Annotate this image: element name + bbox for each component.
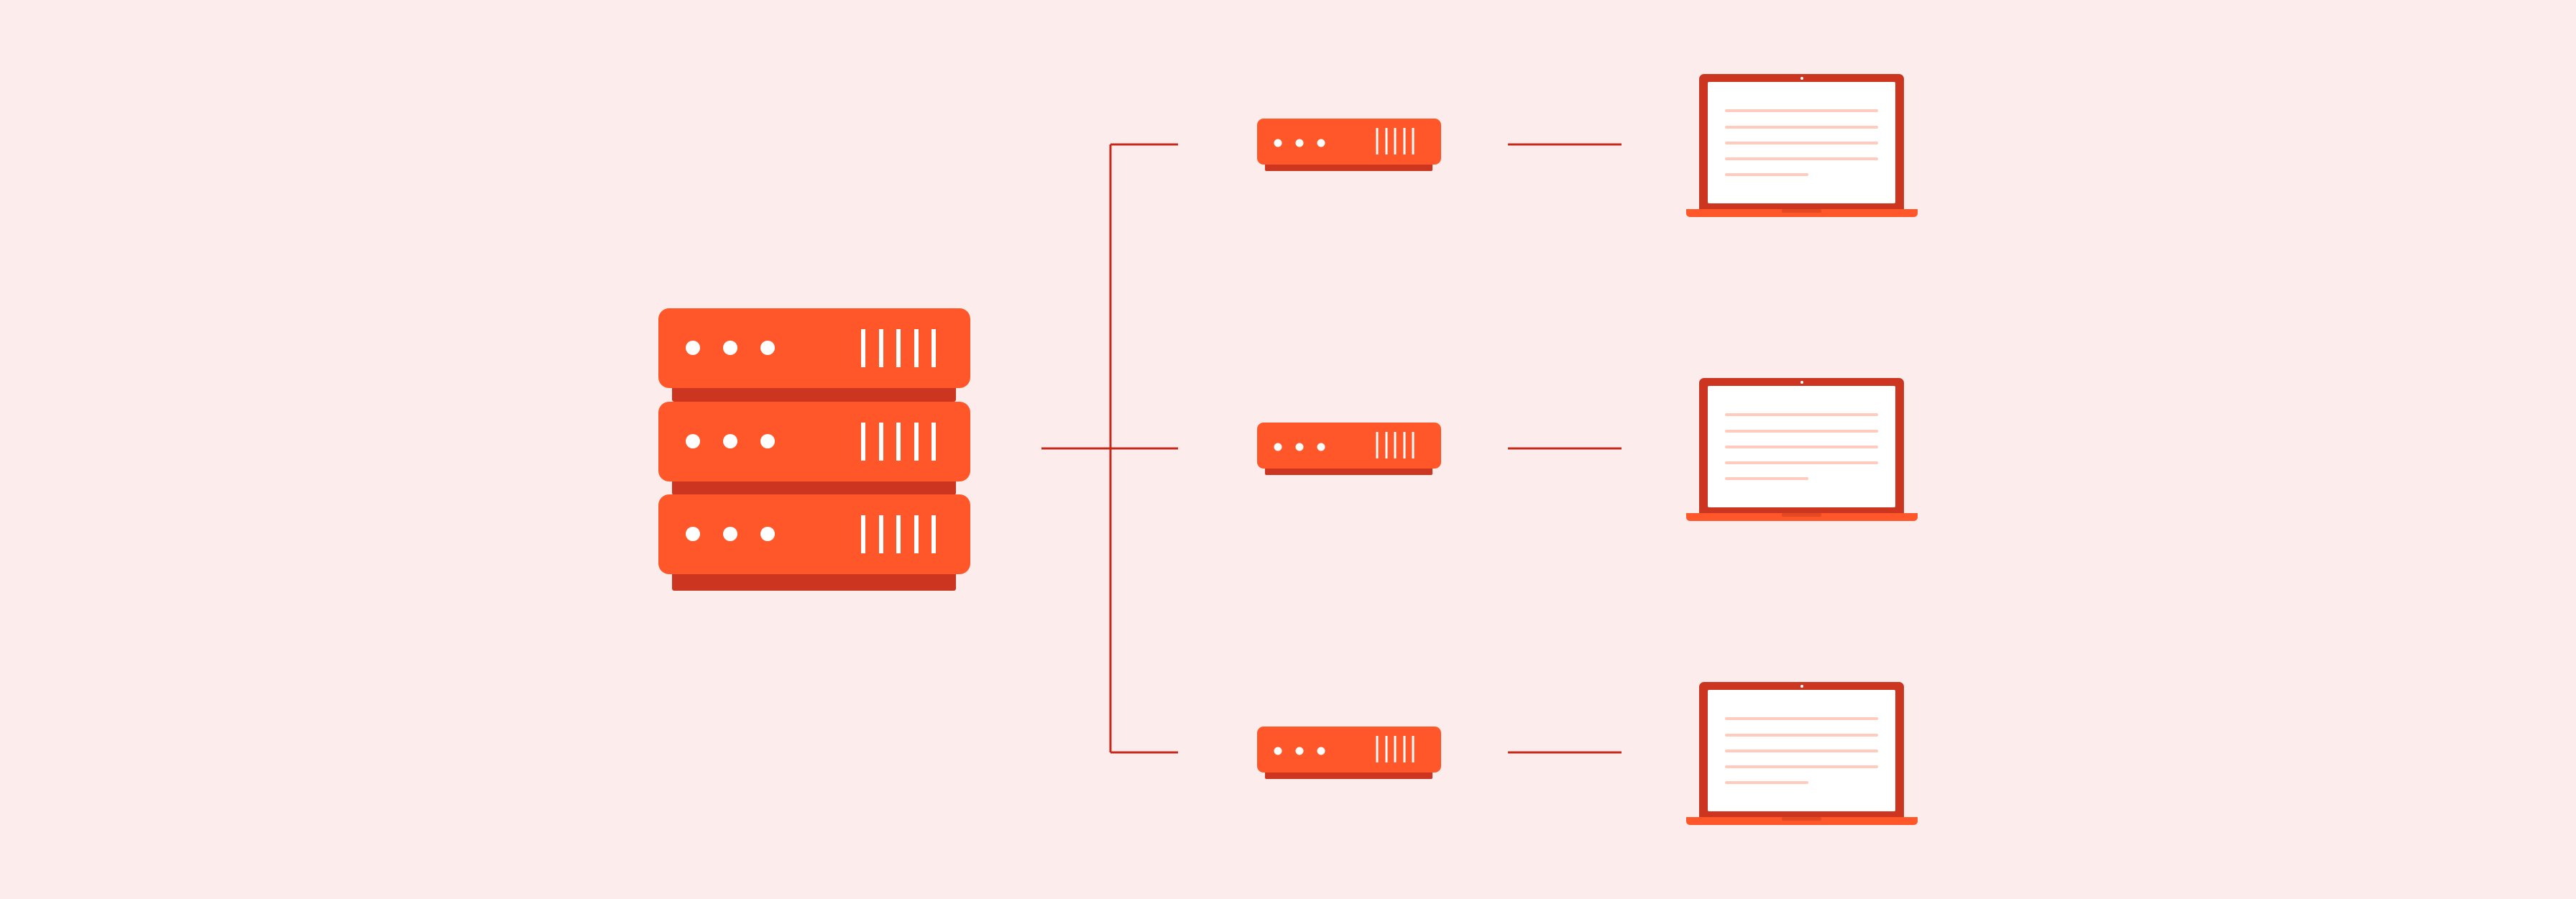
port-slot (1394, 736, 1397, 762)
port-slot (1412, 736, 1414, 762)
vent-slot (914, 515, 919, 553)
laptop-icon-3 (1686, 682, 1918, 825)
status-led-icon (760, 527, 775, 541)
vent-slot (896, 515, 901, 553)
status-led-icon (1317, 747, 1325, 755)
network-switch-icon-1 (1257, 119, 1441, 171)
network-switch-icon-3 (1257, 727, 1441, 779)
text-line (1725, 157, 1878, 160)
status-led-icon (723, 341, 737, 355)
server-unit-body (658, 308, 970, 388)
text-line (1725, 477, 1808, 480)
camera-icon (1800, 685, 1803, 688)
text-line (1725, 781, 1808, 784)
vent-slot (879, 515, 883, 553)
laptop-notch (1782, 209, 1821, 213)
connector-lines (1041, 143, 1622, 754)
vent-slot (914, 329, 919, 367)
text-line (1725, 126, 1878, 129)
text-line (1725, 765, 1878, 768)
text-line (1725, 750, 1878, 752)
status-led-icon (760, 341, 775, 355)
status-led-icon (1317, 443, 1325, 451)
server-rack-icon (658, 308, 970, 591)
laptop-notch (1782, 817, 1821, 821)
status-led-icon (1295, 443, 1304, 451)
status-led-icon (1295, 139, 1304, 147)
vent-slot (861, 329, 865, 367)
text-line (1725, 461, 1878, 464)
status-led-icon (1274, 747, 1282, 755)
vent-slot (914, 423, 919, 461)
text-line (1725, 173, 1808, 176)
server-unit-3 (658, 494, 970, 591)
network-switch-icon-2 (1257, 423, 1441, 475)
vent-slot (861, 423, 865, 461)
text-line (1725, 734, 1878, 737)
laptop-icon-1 (1686, 74, 1918, 217)
port-slot (1394, 128, 1397, 155)
server-unit-1 (658, 308, 970, 402)
status-led-icon (1274, 443, 1282, 451)
laptop-base (1686, 209, 1918, 217)
text-line (1725, 717, 1878, 720)
port-slot (1403, 432, 1406, 458)
status-led-icon (760, 434, 775, 448)
camera-icon (1800, 77, 1803, 80)
laptop-base (1686, 817, 1918, 825)
vent-slot (861, 515, 865, 553)
vent-slot (879, 423, 883, 461)
vent-slot (879, 329, 883, 367)
port-slot (1403, 736, 1406, 762)
port-slot (1394, 432, 1397, 458)
laptop-base (1686, 513, 1918, 521)
vent-slot (896, 329, 901, 367)
vent-slot (932, 423, 936, 461)
server-unit-body (658, 494, 970, 574)
port-slot (1385, 128, 1388, 155)
laptop-notch (1782, 513, 1821, 517)
status-led-icon (686, 341, 700, 355)
status-led-icon (1274, 139, 1282, 147)
text-line (1725, 413, 1878, 416)
port-slot (1376, 128, 1379, 155)
server-unit-2 (658, 402, 970, 495)
laptop-icon-2 (1686, 378, 1918, 521)
port-slot (1403, 128, 1406, 155)
port-slot (1376, 432, 1379, 458)
vent-slot (896, 423, 901, 461)
text-line (1725, 446, 1878, 448)
port-slot (1385, 432, 1388, 458)
text-line (1725, 142, 1878, 144)
port-slot (1385, 736, 1388, 762)
status-led-icon (686, 434, 700, 448)
port-slot (1412, 128, 1414, 155)
text-line (1725, 430, 1878, 433)
status-led-icon (723, 527, 737, 541)
status-led-icon (1295, 747, 1304, 755)
port-slot (1412, 432, 1414, 458)
status-led-icon (723, 434, 737, 448)
status-led-icon (686, 527, 700, 541)
status-led-icon (1317, 139, 1325, 147)
camera-icon (1800, 381, 1803, 384)
vent-slot (932, 329, 936, 367)
vent-slot (932, 515, 936, 553)
server-unit-body (658, 402, 970, 481)
text-line (1725, 109, 1878, 112)
port-slot (1376, 736, 1379, 762)
